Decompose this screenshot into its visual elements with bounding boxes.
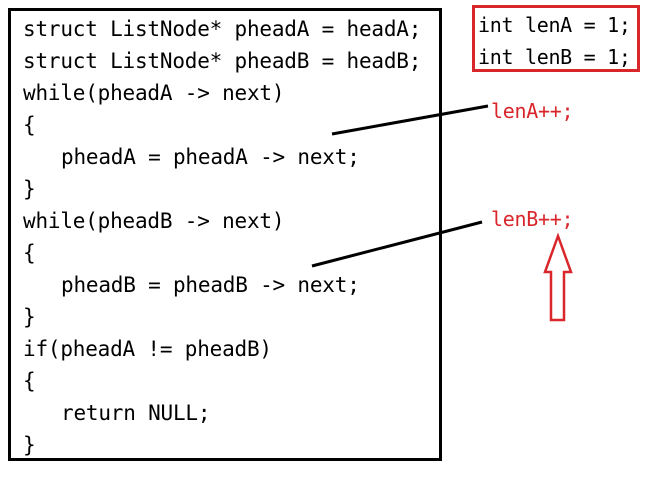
code-line-6: } bbox=[23, 177, 36, 201]
connector-line-lena bbox=[331, 104, 489, 136]
code-line-10: } bbox=[23, 305, 36, 329]
code-line-2: struct ListNode* pheadB = headB; bbox=[23, 49, 422, 73]
code-line-4: { bbox=[23, 113, 36, 137]
code-line-9: pheadB = pheadB -> next; bbox=[61, 273, 360, 297]
code-block: struct ListNode* pheadA = headA; struct … bbox=[8, 8, 442, 461]
code-line-8: { bbox=[23, 241, 36, 265]
declaration-lenb: int lenB = 1; bbox=[478, 45, 631, 69]
declaration-lena: int lenA = 1; bbox=[478, 13, 631, 37]
code-line-3: while(pheadA -> next) bbox=[23, 81, 285, 105]
code-line-11: if(pheadA != pheadB) bbox=[23, 337, 272, 361]
up-arrow-icon bbox=[543, 232, 573, 322]
code-line-14: } bbox=[23, 433, 36, 457]
declaration-box: int lenA = 1; int lenB = 1; bbox=[472, 5, 640, 72]
code-line-5: pheadA = pheadA -> next; bbox=[61, 145, 360, 169]
code-line-1: struct ListNode* pheadA = headA; bbox=[23, 17, 422, 41]
code-line-13: return NULL; bbox=[61, 401, 211, 425]
code-line-12: { bbox=[23, 369, 36, 393]
annotation-lenb-increment: lenB++; bbox=[491, 207, 574, 231]
code-line-7: while(pheadB -> next) bbox=[23, 209, 285, 233]
annotation-lena-increment: lenA++; bbox=[491, 99, 574, 123]
connector-line-lenb bbox=[311, 220, 483, 268]
